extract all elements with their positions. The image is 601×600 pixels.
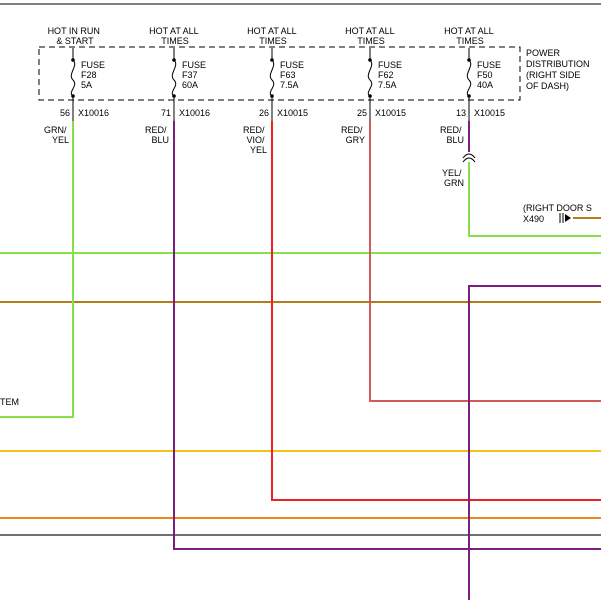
fuse-f50: HOT AT ALL TIMES FUSE F50 40A 13 X10015 … [440, 26, 505, 145]
fuse-f37-wire-color: RED/ BLU [145, 125, 169, 145]
fuse-f37-symbol [171, 59, 177, 97]
wire-yel-grn [468, 162, 601, 237]
right-door-connector: X490 [523, 214, 544, 224]
fuse-f63-label: FUSE F63 7.5A [280, 60, 307, 90]
fuse-f28-connector: X10016 [78, 108, 109, 118]
fuse-f37-label: FUSE F37 60A [182, 60, 209, 90]
fuse-f28-pin: 56 [60, 108, 70, 118]
fuse-f63-symbol [269, 59, 275, 97]
wire-red-blu-f37 [173, 121, 601, 550]
wire-grn-yel [0, 121, 74, 418]
fuse-f37-pin: 71 [161, 108, 171, 118]
fuse-f28-wire-color: GRN/ YEL [44, 125, 69, 145]
fuse-f62-wire-color: RED/ GRY [341, 125, 365, 145]
fuse-f62-connector: X10015 [375, 108, 406, 118]
fuse-f37-terminal-top [172, 58, 176, 62]
fuse-f28: HOT IN RUN & START FUSE F28 5A 56 X10016… [44, 26, 109, 145]
splice-wire-color: YEL/ GRN [442, 168, 464, 188]
fuse-f62-pin: 25 [357, 108, 367, 118]
fuse-f37-connector: X10016 [179, 108, 210, 118]
fuse-f62-hot-label: HOT AT ALL TIMES [345, 26, 397, 46]
fuse-f37-hot-label: HOT AT ALL TIMES [149, 26, 201, 46]
fuse-f37: HOT AT ALL TIMES FUSE F37 60A 71 X10016 … [145, 26, 210, 145]
left-fragment-label: TEM [0, 397, 19, 407]
fuse-f28-symbol [70, 59, 76, 97]
wire-red-vio-yel [271, 121, 601, 501]
fuse-f63: HOT AT ALL TIMES FUSE F63 7.5A 26 X10015… [243, 26, 308, 155]
fuse-f63-wire-color: RED/ VIO/ YEL [243, 125, 267, 155]
fuse-f62-terminal-top [368, 58, 372, 62]
fuse-f50-label: FUSE F50 40A [477, 60, 504, 90]
fuse-f50-terminal-top [467, 58, 471, 62]
fuse-f28-label: FUSE F28 5A [81, 60, 108, 90]
power-distribution-box [38, 46, 521, 101]
right-door-label: (RIGHT DOOR S [523, 203, 592, 213]
fuse-f28-terminal-top [71, 58, 75, 62]
fuse-f62-label: FUSE F62 7.5A [378, 60, 405, 90]
fuse-f50-connector: X10015 [474, 108, 505, 118]
right-door-connector-symbol [559, 213, 571, 223]
fuse-f63-terminal-top [270, 58, 274, 62]
fuse-f62: HOT AT ALL TIMES FUSE F62 7.5A 25 X10015… [341, 26, 406, 145]
fuse-f50-symbol [466, 59, 472, 97]
wire-purple-loop [468, 285, 601, 600]
fuse-f63-connector: X10015 [277, 108, 308, 118]
fuse-f28-hot-label: HOT IN RUN & START [48, 26, 103, 46]
fuse-f50-wire-color: RED/ BLU [440, 125, 464, 145]
splice-symbol [462, 153, 476, 163]
wire-red-gry [369, 121, 601, 402]
fuse-f62-symbol [367, 59, 373, 97]
power-distribution-label: POWER DISTRIBUTION (RIGHT SIDE OF DASH) [526, 48, 592, 91]
fuse-f63-hot-label: HOT AT ALL TIMES [247, 26, 299, 46]
fuse-f50-pin: 13 [456, 108, 466, 118]
fuse-f63-pin: 26 [259, 108, 269, 118]
fuse-f50-hot-label: HOT AT ALL TIMES [444, 26, 496, 46]
